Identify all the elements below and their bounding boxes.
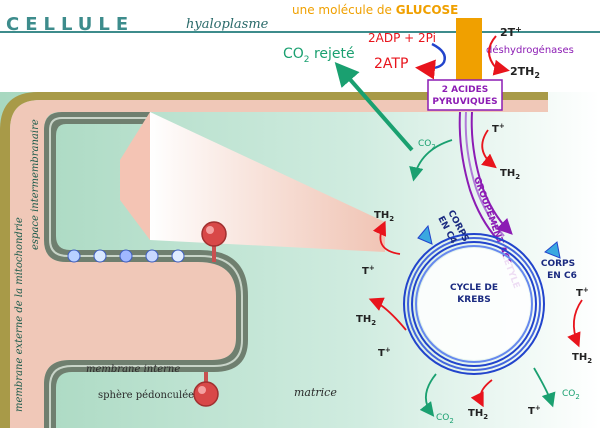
- dehydrogenases-label: déshydrogénases: [486, 44, 574, 56]
- th2-left-2: TH2: [356, 314, 376, 327]
- co2-top-label: CO2: [418, 139, 436, 151]
- t-plus-label: 2T+: [500, 25, 522, 39]
- co2-rejected-label: CO2 rejeté: [283, 46, 355, 65]
- th2-arrow-top: [481, 129, 497, 169]
- tplus-bottom: T+: [528, 404, 541, 417]
- atp-arrow: [415, 42, 446, 80]
- pyruvic-line1: 2 ACIDES: [442, 85, 488, 95]
- th2-top: TH2: [500, 168, 520, 181]
- cycle-line1: CYCLE DE: [450, 283, 498, 293]
- th2-left-1: TH2: [374, 210, 394, 223]
- membrane-particles: [67, 249, 185, 263]
- zoom-beam-source: [120, 112, 150, 240]
- c6-line2: EN C6: [547, 271, 577, 281]
- cycle-line2: KREBS: [457, 295, 490, 305]
- pyruvic-line2: PYRUVIQUES: [432, 97, 497, 107]
- co2-rejected-arrow: [334, 61, 414, 152]
- krebs-ring: [403, 233, 545, 375]
- stalked-sphere-label: sphère pédonculée: [98, 390, 194, 401]
- acetyl-line-2: [464, 111, 505, 237]
- adp-pi-label: 2ADP + 2Pi: [368, 31, 436, 45]
- co2-bottom-left: CO2: [436, 413, 454, 425]
- acetyl-line-1: [458, 111, 499, 241]
- th2-arrow-right: [567, 299, 583, 348]
- zoom-beam: [150, 112, 385, 252]
- intermembrane-label: espace intermembranaire: [30, 119, 41, 250]
- th2-arrow-left-1: [372, 220, 401, 255]
- co2-arrow-top: [409, 139, 453, 182]
- glucose-label: une molécule de GLUCOSE: [292, 3, 458, 17]
- inner-membrane-highlight: [49, 117, 243, 428]
- stalked-sphere-top: [201, 221, 227, 262]
- atp-label: 2ATP: [374, 56, 408, 72]
- tplus-left-2: T+: [378, 346, 391, 359]
- hyaloplasm-label: hyaloplasme: [186, 17, 269, 32]
- dehydrogenase-arrow: [488, 35, 510, 76]
- ring-arrowhead-left: [417, 224, 433, 245]
- stalked-sphere-bottom: [193, 372, 219, 407]
- tplus-right: T+: [576, 286, 589, 299]
- tplus-top: T+: [492, 122, 505, 135]
- inner-membrane: [44, 112, 248, 428]
- cell-title: CELLULE: [6, 14, 134, 35]
- th2-arrow-bottom: [470, 379, 493, 408]
- matrix-label: matrice: [294, 386, 337, 399]
- glucose-column: [456, 18, 482, 82]
- pyruvic-box: [427, 79, 503, 111]
- th2-label: 2TH2: [510, 65, 540, 80]
- th2-right: TH2: [572, 352, 592, 365]
- th2-arrow-left-2: [368, 297, 407, 331]
- tplus-left-1: T+: [362, 264, 375, 277]
- co2-arrow-bottom-left: [419, 373, 437, 417]
- intermembrane-space: [10, 100, 548, 428]
- outer-membrane-label: membrane externe de la mitochondrie: [14, 217, 25, 412]
- ring-arrowhead-right: [544, 241, 561, 259]
- c6-line1: CORPS: [541, 259, 575, 269]
- inner-membrane-label: membrane interne: [86, 364, 180, 375]
- co2-bottom-right: CO2: [562, 389, 580, 401]
- acetyl-line-3: [470, 111, 513, 235]
- th2-bottom: TH2: [468, 408, 488, 421]
- co2-arrow-bottom-right: [533, 367, 556, 408]
